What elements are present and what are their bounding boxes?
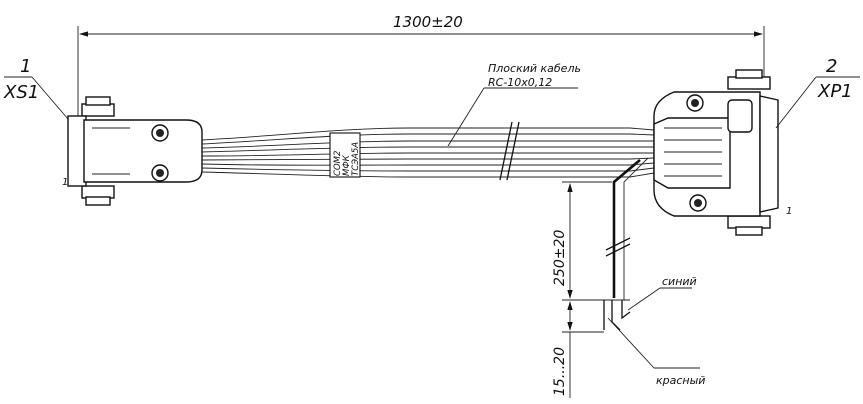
- cable-wire-5: [201, 152, 654, 157]
- tail-length-label: 250±20: [552, 230, 568, 286]
- flat-ribbon-cable: COM2 МФК ТСЭА5А Плоский кабель RC-10x0,1…: [201, 62, 655, 181]
- xs1-hood-detail: [92, 127, 130, 175]
- cable-wire-2: [201, 133, 655, 145]
- xs1-hood: [83, 119, 203, 183]
- xs1-screw-bottom-head: [156, 169, 164, 177]
- cable-wire-6: [201, 157, 655, 161]
- tail-break-2: [605, 243, 631, 257]
- tail-stripped-ends: [603, 300, 631, 331]
- strip-length-label: 15...20: [552, 347, 568, 396]
- xs1-top-post: [81, 103, 115, 117]
- xp1-flange: [759, 95, 779, 213]
- cable-break-2: [506, 121, 520, 181]
- xp1-bottom-post-cap: [735, 226, 763, 236]
- xp1-designator: XP1: [817, 81, 853, 102]
- cable-wire-9: [201, 171, 655, 178]
- tail-wire-parallel: [623, 157, 649, 300]
- xs1-screw-top-head: [156, 129, 164, 137]
- xs1-top-post-cap: [85, 96, 111, 106]
- total-length-label: 1300±20: [393, 13, 463, 31]
- xs1-bottom-post: [81, 185, 115, 199]
- xp1-bottom-post: [727, 215, 771, 229]
- overall-length-dimension: 1300±20: [77, 13, 765, 120]
- right-connector-xp1: 2 XP1 1: [653, 56, 860, 236]
- xp1-screw-top-head: [691, 99, 699, 107]
- red-wire-label: красный: [656, 374, 705, 387]
- cable-wire-4: [201, 146, 654, 153]
- power-tail-pair: синий красный: [603, 157, 705, 387]
- xs1-designator: XS1: [3, 82, 39, 103]
- xs1-leader-line: [31, 76, 75, 127]
- xs1-pin-one-mark: 1: [62, 177, 68, 188]
- xp1-grip-ridges: [664, 127, 722, 177]
- xp1-number: 2: [826, 56, 837, 77]
- xp1-pin-one-mark: 1: [786, 206, 792, 217]
- red-leader: [607, 317, 655, 369]
- xp1-strain-relief: [653, 117, 731, 189]
- xp1-screw-bottom-head: [694, 199, 702, 207]
- xs1-number: 1: [20, 56, 31, 77]
- tail-wire-black: [612, 159, 641, 298]
- xs1-bottom-post-cap: [85, 196, 111, 206]
- cable-marker-line1: COM2: [333, 151, 343, 176]
- cable-wire-3: [201, 140, 654, 149]
- cable-marker-line2: МФК: [342, 154, 352, 176]
- blue-wire-label: синий: [662, 275, 697, 288]
- cable-marker-tag: [329, 132, 361, 178]
- xp1-leader-line: [775, 76, 817, 129]
- cable-wire-1: [201, 127, 655, 141]
- cable-name-leader: [447, 87, 485, 147]
- cable-wire-8: [201, 167, 655, 172]
- cable-break-1: [499, 121, 513, 181]
- cable-wire-7: [201, 162, 655, 166]
- cable-name-line1: Плоский кабель: [488, 62, 581, 75]
- xp1-top-post: [727, 76, 771, 90]
- cable-name-line2: RC-10x0,12: [488, 76, 552, 89]
- xp1-top-post-cap: [735, 69, 763, 79]
- cable-marker-line3: ТСЭА5А: [351, 142, 361, 176]
- left-connector-xs1: 1 XS1 1: [3, 56, 203, 206]
- xp1-label-window: [727, 99, 753, 133]
- blue-leader: [627, 287, 661, 311]
- tail-break-1: [605, 237, 631, 251]
- tail-dimensions: 250±20 15...20: [552, 181, 612, 398]
